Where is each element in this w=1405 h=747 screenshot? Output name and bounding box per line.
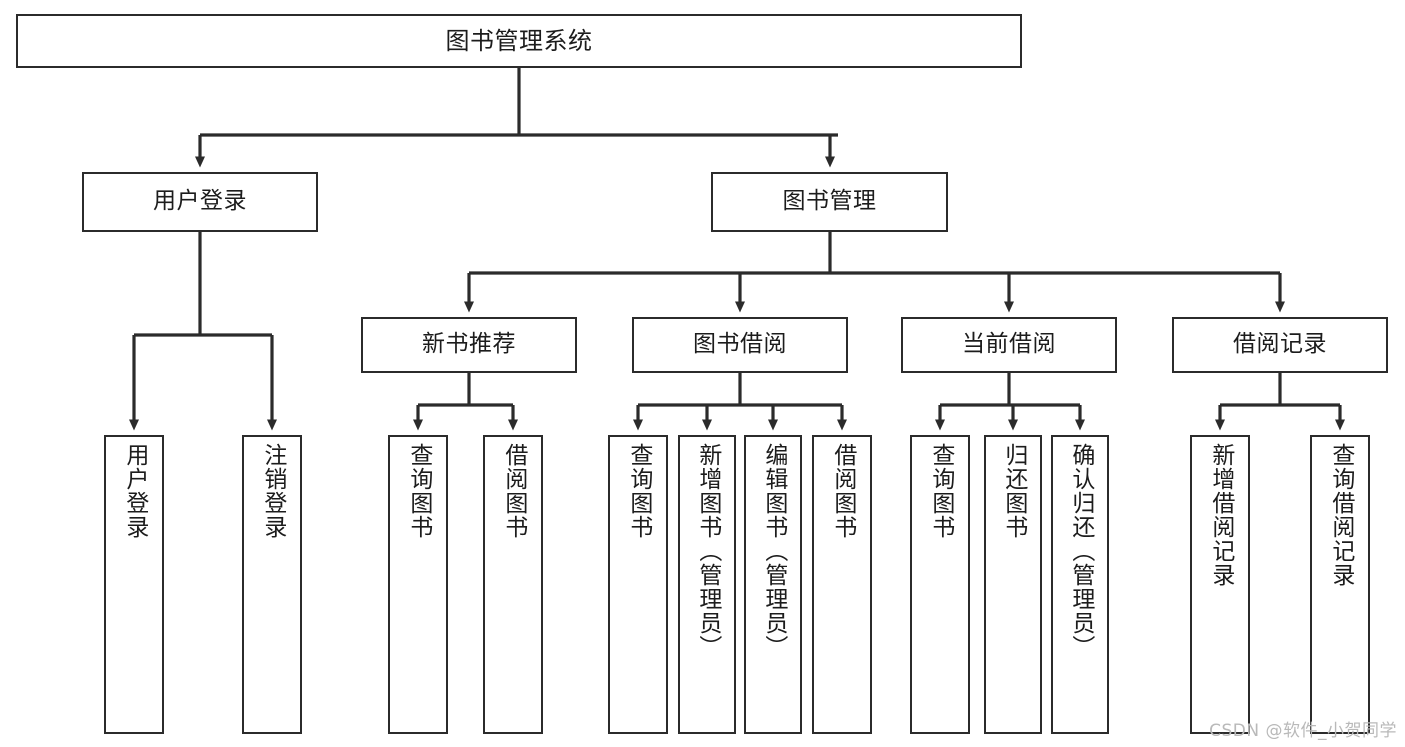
node-label: 图书管理 xyxy=(782,188,877,215)
node-label: 确认归还（管理员） xyxy=(1067,443,1094,659)
leaf-edit-book-admin[interactable]: 编辑图书（管理员） xyxy=(744,435,802,734)
leaf-new-book-borrow[interactable]: 借阅图书 xyxy=(483,435,543,734)
node-label: 借阅图书 xyxy=(829,443,856,539)
leaf-add-book-admin[interactable]: 新增图书（管理员） xyxy=(678,435,736,734)
leaf-new-book-query[interactable]: 查询图书 xyxy=(388,435,448,734)
node-label: 图书借阅 xyxy=(693,331,787,358)
watermark-text: CSDN @软件_小贺同学 xyxy=(1209,721,1397,741)
node-label: 新增借阅记录 xyxy=(1207,443,1234,587)
leaf-logout[interactable]: 注销登录 xyxy=(242,435,302,734)
node-label: 图书管理系统 xyxy=(445,26,593,55)
leaf-confirm-return-admin[interactable]: 确认归还（管理员） xyxy=(1051,435,1109,734)
node-label: 归还图书 xyxy=(1000,443,1027,539)
leaf-current-query-book[interactable]: 查询图书 xyxy=(910,435,970,734)
node-label: 借阅记录 xyxy=(1233,331,1327,358)
node-new-book-recommend[interactable]: 新书推荐 xyxy=(361,317,577,373)
node-label: 用户登录 xyxy=(121,443,148,539)
node-label: 用户登录 xyxy=(153,188,247,215)
leaf-user-login[interactable]: 用户登录 xyxy=(104,435,164,734)
node-label: 当前借阅 xyxy=(962,331,1056,358)
node-label: 新书推荐 xyxy=(422,331,516,358)
node-borrow-record[interactable]: 借阅记录 xyxy=(1172,317,1388,373)
leaf-return-book[interactable]: 归还图书 xyxy=(984,435,1042,734)
node-label: 借阅图书 xyxy=(500,443,527,539)
leaf-borrow-query-book[interactable]: 查询图书 xyxy=(608,435,668,734)
node-label: 查询图书 xyxy=(927,443,954,539)
leaf-add-borrow-record[interactable]: 新增借阅记录 xyxy=(1190,435,1250,734)
leaf-query-borrow-record[interactable]: 查询借阅记录 xyxy=(1310,435,1370,734)
node-label: 注销登录 xyxy=(259,443,286,539)
node-label: 新增图书（管理员） xyxy=(694,443,721,659)
node-label: 查询图书 xyxy=(625,443,652,539)
node-label: 查询图书 xyxy=(405,443,432,539)
node-user-login[interactable]: 用户登录 xyxy=(82,172,318,232)
node-label: 编辑图书（管理员） xyxy=(760,443,787,659)
leaf-borrow-book[interactable]: 借阅图书 xyxy=(812,435,872,734)
node-book-borrow[interactable]: 图书借阅 xyxy=(632,317,848,373)
node-current-borrow[interactable]: 当前借阅 xyxy=(901,317,1117,373)
node-root-system[interactable]: 图书管理系统 xyxy=(16,14,1022,68)
node-book-management[interactable]: 图书管理 xyxy=(711,172,948,232)
node-label: 查询借阅记录 xyxy=(1327,443,1354,587)
